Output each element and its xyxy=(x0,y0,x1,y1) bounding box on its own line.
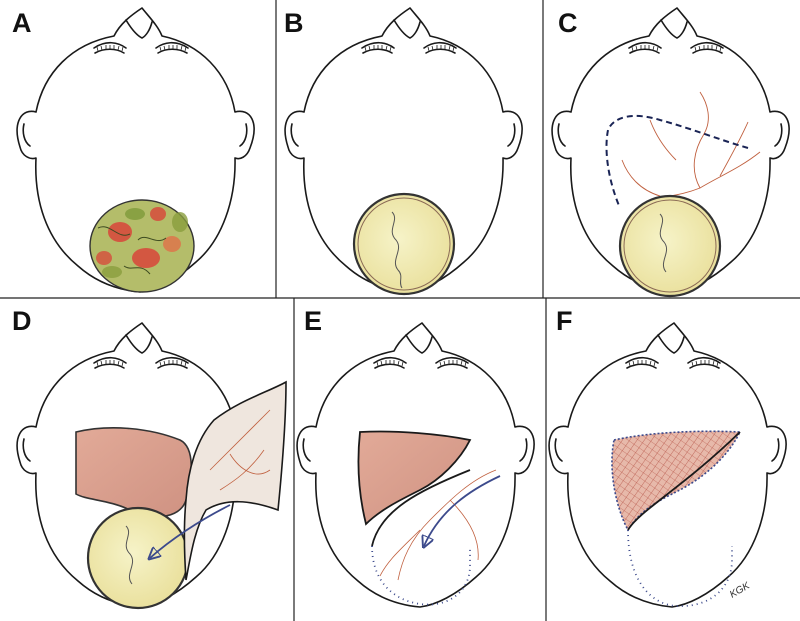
panel-label-e: E xyxy=(304,306,322,336)
donor-site-d xyxy=(75,427,193,518)
tumor xyxy=(89,199,195,293)
flap-border-f xyxy=(627,431,741,531)
flap-border-e xyxy=(371,469,471,547)
raised-flap xyxy=(183,380,287,581)
donor-site-e xyxy=(357,430,472,526)
panel-label-a: A xyxy=(12,8,32,38)
artist-signature: KGK xyxy=(728,580,753,601)
rotation-arrow-e xyxy=(424,475,501,546)
skull-defect-d xyxy=(86,506,190,610)
suture-line-f xyxy=(627,529,733,607)
panel-d: D xyxy=(12,306,287,610)
panel-c: C xyxy=(551,7,790,298)
skull-defect-c xyxy=(618,194,722,298)
vessels-e xyxy=(379,469,497,581)
panel-label-d: D xyxy=(12,306,32,336)
panel-label-c: C xyxy=(558,8,578,38)
panel-label-b: B xyxy=(284,8,304,38)
panel-b: B xyxy=(284,7,523,296)
skin-graft xyxy=(611,430,742,532)
skull-defect-b xyxy=(352,192,456,296)
panel-e: E xyxy=(296,306,535,608)
suture-line-e xyxy=(371,545,471,606)
panel-a: A xyxy=(12,7,255,293)
flap-vessels xyxy=(209,409,271,491)
rotation-arrow-d xyxy=(150,504,231,558)
panel-f: F KGK xyxy=(548,306,787,608)
panel-label-f: F xyxy=(556,306,573,336)
incision-line-c xyxy=(605,114,749,209)
vessels-c xyxy=(621,91,761,201)
